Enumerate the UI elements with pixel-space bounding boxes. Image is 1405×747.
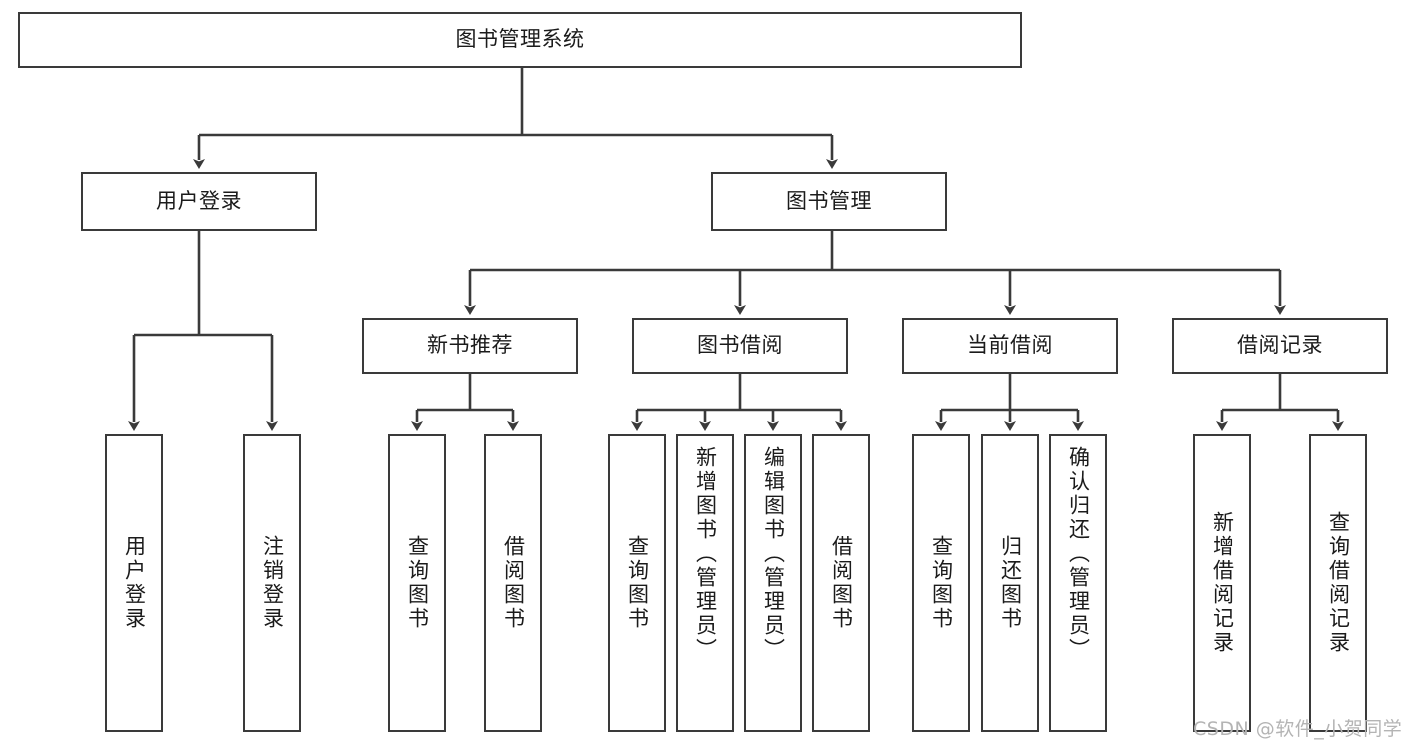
node-label: 用户登录: [156, 188, 242, 213]
leaf-book-borrow-borrow[interactable]: 借阅图书: [812, 434, 870, 732]
node-label: 查询图书: [625, 535, 650, 631]
node-label: 查询借阅记录: [1326, 511, 1351, 655]
leaf-book-borrow-add[interactable]: 新增图书（管理员）: [676, 434, 734, 732]
node-label: 图书管理: [786, 188, 872, 213]
node-label: 借阅图书: [829, 535, 854, 631]
leaf-book-borrow-edit[interactable]: 编辑图书（管理员）: [744, 434, 802, 732]
node-borrow-record[interactable]: 借阅记录: [1172, 318, 1388, 374]
node-user-login[interactable]: 用户登录: [81, 172, 317, 231]
node-label: 查询图书: [929, 535, 954, 631]
node-label: 查询图书: [405, 535, 430, 631]
leaf-current-borrow-return[interactable]: 归还图书: [981, 434, 1039, 732]
csdn-watermark: CSDN @软件_小贺同学: [1193, 718, 1403, 740]
node-book-management[interactable]: 图书管理: [711, 172, 947, 231]
leaf-current-borrow-query[interactable]: 查询图书: [912, 434, 970, 732]
leaf-book-borrow-query[interactable]: 查询图书: [608, 434, 666, 732]
node-label: 借阅记录: [1237, 333, 1323, 358]
leaf-borrow-record-add[interactable]: 新增借阅记录: [1193, 434, 1251, 732]
node-label: 借阅图书: [501, 535, 526, 631]
leaf-new-book-query[interactable]: 查询图书: [388, 434, 446, 732]
leaf-new-book-borrow[interactable]: 借阅图书: [484, 434, 542, 732]
node-label: 新增图书（管理员）: [693, 446, 718, 662]
node-label: 新书推荐: [427, 333, 513, 358]
node-current-borrow[interactable]: 当前借阅: [902, 318, 1118, 374]
leaf-user-login-login[interactable]: 用户登录: [105, 434, 163, 732]
node-label: 确认归还（管理员）: [1066, 446, 1091, 662]
leaf-user-login-logout[interactable]: 注销登录: [243, 434, 301, 732]
leaf-current-borrow-confirm-return[interactable]: 确认归还（管理员）: [1049, 434, 1107, 732]
node-root-library-system[interactable]: 图书管理系统: [18, 12, 1022, 68]
node-label: 新增借阅记录: [1210, 511, 1235, 655]
node-label: 用户登录: [122, 535, 147, 631]
node-label: 图书管理系统: [455, 27, 585, 52]
node-label: 编辑图书（管理员）: [761, 446, 786, 662]
node-label: 注销登录: [260, 535, 285, 631]
node-label: 图书借阅: [697, 333, 783, 358]
node-book-borrow[interactable]: 图书借阅: [632, 318, 848, 374]
node-new-book-recommend[interactable]: 新书推荐: [362, 318, 578, 374]
node-label: 当前借阅: [967, 333, 1053, 358]
leaf-borrow-record-query[interactable]: 查询借阅记录: [1309, 434, 1367, 732]
node-label: 归还图书: [998, 535, 1023, 631]
